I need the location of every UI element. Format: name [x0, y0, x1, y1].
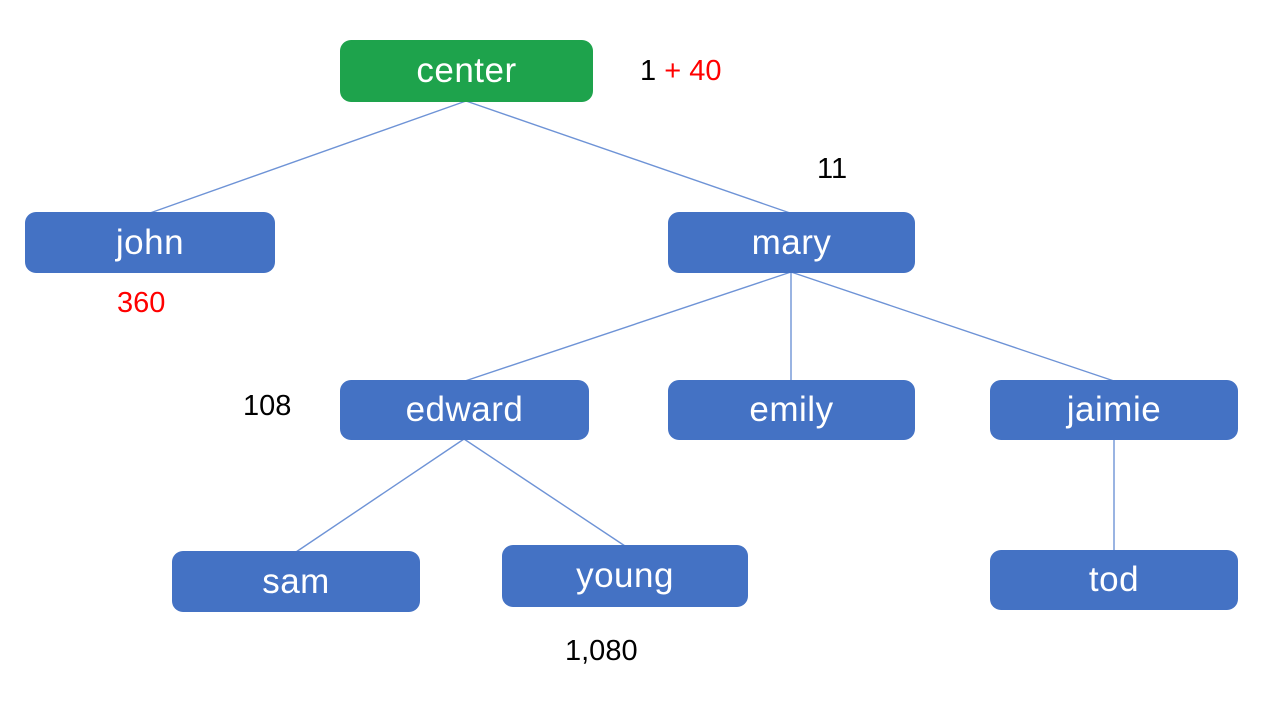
node-edward: edward	[340, 380, 589, 440]
node-jaimie: jaimie	[990, 380, 1238, 440]
annotation-above-mary: 11	[817, 153, 848, 185]
annotation-below-john: 360	[117, 287, 166, 319]
edge-edward-sam	[295, 438, 465, 553]
node-young: young	[502, 545, 748, 607]
node-mary: mary	[668, 212, 915, 273]
node-sam: sam	[172, 551, 420, 612]
node-center: center	[340, 40, 593, 102]
node-emily: emily	[668, 380, 915, 440]
edge-center-john	[149, 100, 467, 214]
annotation-center-black-part: 1	[640, 55, 657, 87]
edge-mary-edward	[464, 271, 792, 382]
node-john: john	[25, 212, 275, 273]
edge-edward-young	[463, 438, 626, 547]
annotation-left-of-edward: 108	[243, 390, 292, 422]
annotation-beside-center: 1 + 40	[640, 55, 721, 88]
node-tod: tod	[990, 550, 1238, 610]
annotation-below-young: 1,080	[565, 635, 638, 667]
annotation-center-red-part: + 40	[664, 55, 722, 87]
edge-center-mary	[465, 100, 791, 214]
edge-mary-jaimie	[790, 271, 1115, 382]
